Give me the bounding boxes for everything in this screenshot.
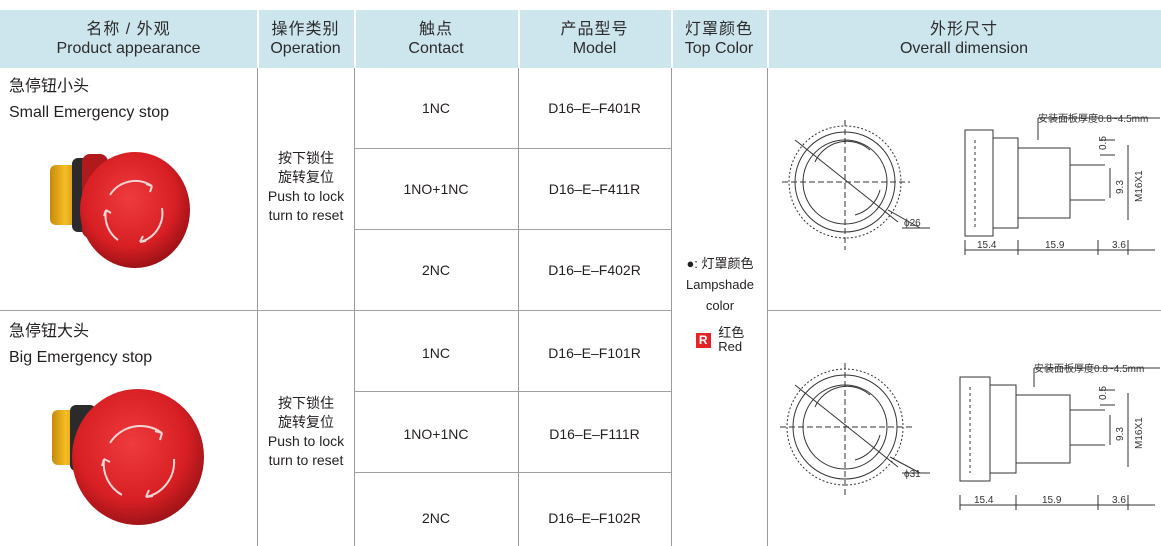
- dim-v1: 0.5: [1098, 136, 1109, 150]
- contact-cell: 1NO+1NC: [403, 426, 469, 442]
- dim-v1: 0.5: [1098, 386, 1109, 400]
- contact-cell: 2NC: [421, 262, 450, 278]
- red-label-zh: 红色: [718, 325, 745, 340]
- dim-d1: 15.4: [977, 240, 997, 251]
- operation-en-1: Push to lock: [267, 188, 345, 204]
- header-top-color: 灯罩颜色 Top Color: [671, 10, 767, 68]
- operation-en-2: turn to reset: [268, 452, 344, 468]
- row-divider: [354, 472, 671, 473]
- header-dimension-zh: 外形尺寸: [929, 21, 998, 38]
- dim-d1: 15.4: [974, 495, 994, 506]
- diameter-label: ϕ31: [904, 469, 921, 480]
- header-model-zh: 产品型号: [560, 21, 629, 38]
- operation-en-1: Push to lock: [267, 433, 345, 449]
- header-product: 名称 / 外观 Product appearance: [0, 10, 257, 68]
- product-2-name-en: Big Emergency stop: [9, 349, 153, 366]
- panel-thickness-note: 安装面板厚度0.8~4.5mm: [1038, 112, 1148, 125]
- header-divider: [767, 10, 769, 68]
- dim-v2: 9.3: [1115, 427, 1126, 441]
- dim-d3: 3.6: [1112, 495, 1126, 506]
- header-divider: [257, 10, 259, 68]
- header-model-en: Model: [572, 40, 617, 57]
- dim-d2: 15.9: [1045, 240, 1065, 251]
- product-1-operation: 按下锁住 旋转复位 Push to lock turn to reset: [258, 149, 354, 225]
- contact-cell: 1NO+1NC: [403, 181, 469, 197]
- column-divider: [671, 68, 672, 546]
- operation-en-2: turn to reset: [268, 207, 344, 223]
- header-divider: [354, 10, 356, 68]
- header-operation-zh: 操作类别: [271, 21, 340, 38]
- small-emergency-stop-image: [50, 152, 190, 268]
- product-1-name-en: Small Emergency stop: [9, 104, 170, 121]
- product-2-name-zh: 急停钮大头: [9, 323, 90, 340]
- dim-d2: 15.9: [1042, 495, 1062, 506]
- model-cell: D16–E–F401R: [548, 100, 641, 116]
- column-divider: [354, 68, 355, 546]
- dim-v2: 9.3: [1115, 180, 1126, 194]
- header-top-color-zh: 灯罩颜色: [684, 21, 753, 38]
- red-option: R 红色 Red: [672, 326, 768, 354]
- product-2-operation: 按下锁住 旋转复位 Push to lock turn to reset: [258, 394, 354, 470]
- header-contact-zh: 触点: [418, 21, 453, 38]
- contact-cell: 2NC: [421, 510, 450, 526]
- color-note-line2: Lampshade: [686, 277, 754, 292]
- model-cell: D16–E–F101R: [548, 345, 641, 361]
- big-emergency-stop-image: [52, 389, 204, 525]
- operation-zh-1: 按下锁住: [278, 150, 334, 166]
- diameter-label: ϕ26: [904, 218, 921, 229]
- red-badge: R: [695, 332, 711, 348]
- group-divider: [767, 310, 1161, 311]
- group-divider: [0, 310, 671, 311]
- operation-zh-1: 按下锁住: [278, 395, 334, 411]
- top-color-note: ●: 灯罩颜色 Lampshade color R 红色 Red: [672, 253, 768, 354]
- header-operation: 操作类别 Operation: [257, 10, 354, 68]
- panel-thickness-note: 安装面板厚度0.8~4.5mm: [1034, 362, 1144, 375]
- header-divider: [671, 10, 673, 68]
- table-header: [0, 10, 1161, 68]
- header-divider: [518, 10, 520, 68]
- product-1-name: 急停钮小头 Small Emergency stop: [9, 74, 169, 126]
- column-divider: [518, 68, 519, 546]
- column-divider: [767, 68, 768, 546]
- product-1-name-zh: 急停钮小头: [9, 78, 90, 95]
- row-divider: [354, 148, 671, 149]
- contact-cell: 1NC: [421, 100, 450, 116]
- small-dimension-drawing: ϕ26 安装面板厚度0.8~4.5mm 15.4 15.9 3.6 0.5 9.…: [782, 112, 1160, 255]
- header-model: 产品型号 Model: [518, 10, 671, 68]
- red-label: 红色 Red: [718, 326, 744, 354]
- header-contact-en: Contact: [408, 40, 464, 57]
- dim-d3: 3.6: [1112, 240, 1126, 251]
- row-divider: [354, 391, 671, 392]
- model-cell: D16–E–F402R: [548, 262, 641, 278]
- dim-v3: M16X1: [1134, 417, 1145, 449]
- model-cell: D16–E–F411R: [548, 181, 641, 197]
- row-divider: [354, 229, 671, 230]
- model-cell: D16–E–F102R: [548, 510, 641, 526]
- model-cell: D16–E–F111R: [549, 426, 640, 442]
- big-dimension-drawing: ϕ31 安装面板厚度0.8~4.5mm 15.4 15.9 3.6 0.5 9.…: [780, 362, 1160, 510]
- dim-v3: M16X1: [1134, 170, 1145, 202]
- header-product-zh: 名称 / 外观: [86, 21, 171, 38]
- red-label-en: Red: [718, 339, 743, 354]
- color-note-line3: color: [705, 298, 735, 313]
- header-operation-en: Operation: [270, 40, 341, 57]
- header-top-color-en: Top Color: [684, 40, 754, 57]
- header-dimension: 外形尺寸 Overall dimension: [767, 10, 1161, 68]
- operation-zh-2: 旋转复位: [278, 169, 334, 185]
- column-divider: [257, 68, 258, 546]
- contact-cell: 1NC: [421, 345, 450, 361]
- color-note-line1: ●: 灯罩颜色: [686, 256, 754, 271]
- header-dimension-en: Overall dimension: [899, 40, 1029, 57]
- header-contact: 触点 Contact: [354, 10, 518, 68]
- product-2-name: 急停钮大头 Big Emergency stop: [9, 319, 152, 371]
- header-product-en: Product appearance: [56, 40, 201, 57]
- operation-zh-2: 旋转复位: [278, 414, 334, 430]
